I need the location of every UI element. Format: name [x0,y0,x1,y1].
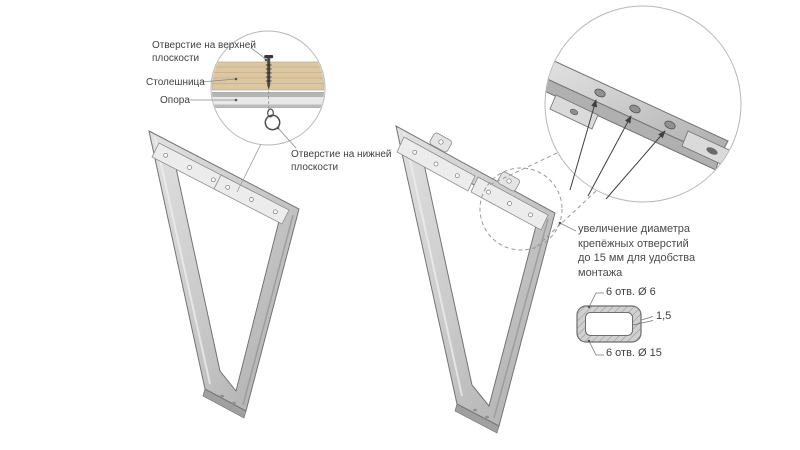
detail-connector-line [533,190,597,250]
plate-hole [594,88,606,98]
left-leg-mount-plates [151,142,290,225]
note-leader-line [559,222,577,232]
right-leg-highlight [403,132,463,397]
label-support: Опора [160,95,190,106]
label-bottom-hole: Отверстие на нижней плоскости [291,149,392,173]
plate-hole [629,104,641,114]
support-top-wall [212,92,324,97]
right-leg-mount-plates [396,132,549,231]
left-callout-leader [236,143,262,193]
left-callout-leaders [190,47,297,149]
right-leg-bottom-hole [485,415,489,419]
label-tabletop: Столешница [146,77,205,88]
tab-slot-hole [706,147,718,155]
left-leg-bottom-hole [220,394,224,398]
right-detail-callout [486,5,742,250]
profile-inner [585,312,633,336]
right-leg-shade [493,218,549,419]
ring-icon [264,108,281,131]
hole-arrows [569,99,666,200]
dim-holes-bottom: 6 отв. Ø 15 [606,347,662,359]
right-leg-bottom-hole [473,408,477,412]
left-leg-bottom-hole [232,401,236,405]
left-leg-highlight [154,136,211,385]
right-leg-drawing [395,125,563,434]
note-hole-diameter: увеличение диаметра крепёжных отверстий … [578,223,696,279]
detail-area-dashed-circle [479,167,563,251]
screw-icon [264,55,274,90]
dim-holes-top: 6 отв. Ø 6 [606,286,656,298]
support-inner [212,97,324,105]
detail-connector-line [486,152,558,187]
left-leg-drawing [148,130,300,419]
tube-profile-section [576,292,654,356]
support-bottom-wall [212,104,324,108]
left-callout-section [211,55,325,131]
note-leader-dot [558,221,562,225]
profile-dim-leaders [587,292,654,356]
left-detail-callout [190,30,326,193]
label-top-hole: Отверстие на верхней плоскости [152,40,256,64]
plate-hole [569,108,579,116]
dim-wall-thickness: 1,5 [656,310,672,322]
left-leg-shade [242,214,294,406]
plate-hole [664,120,676,130]
